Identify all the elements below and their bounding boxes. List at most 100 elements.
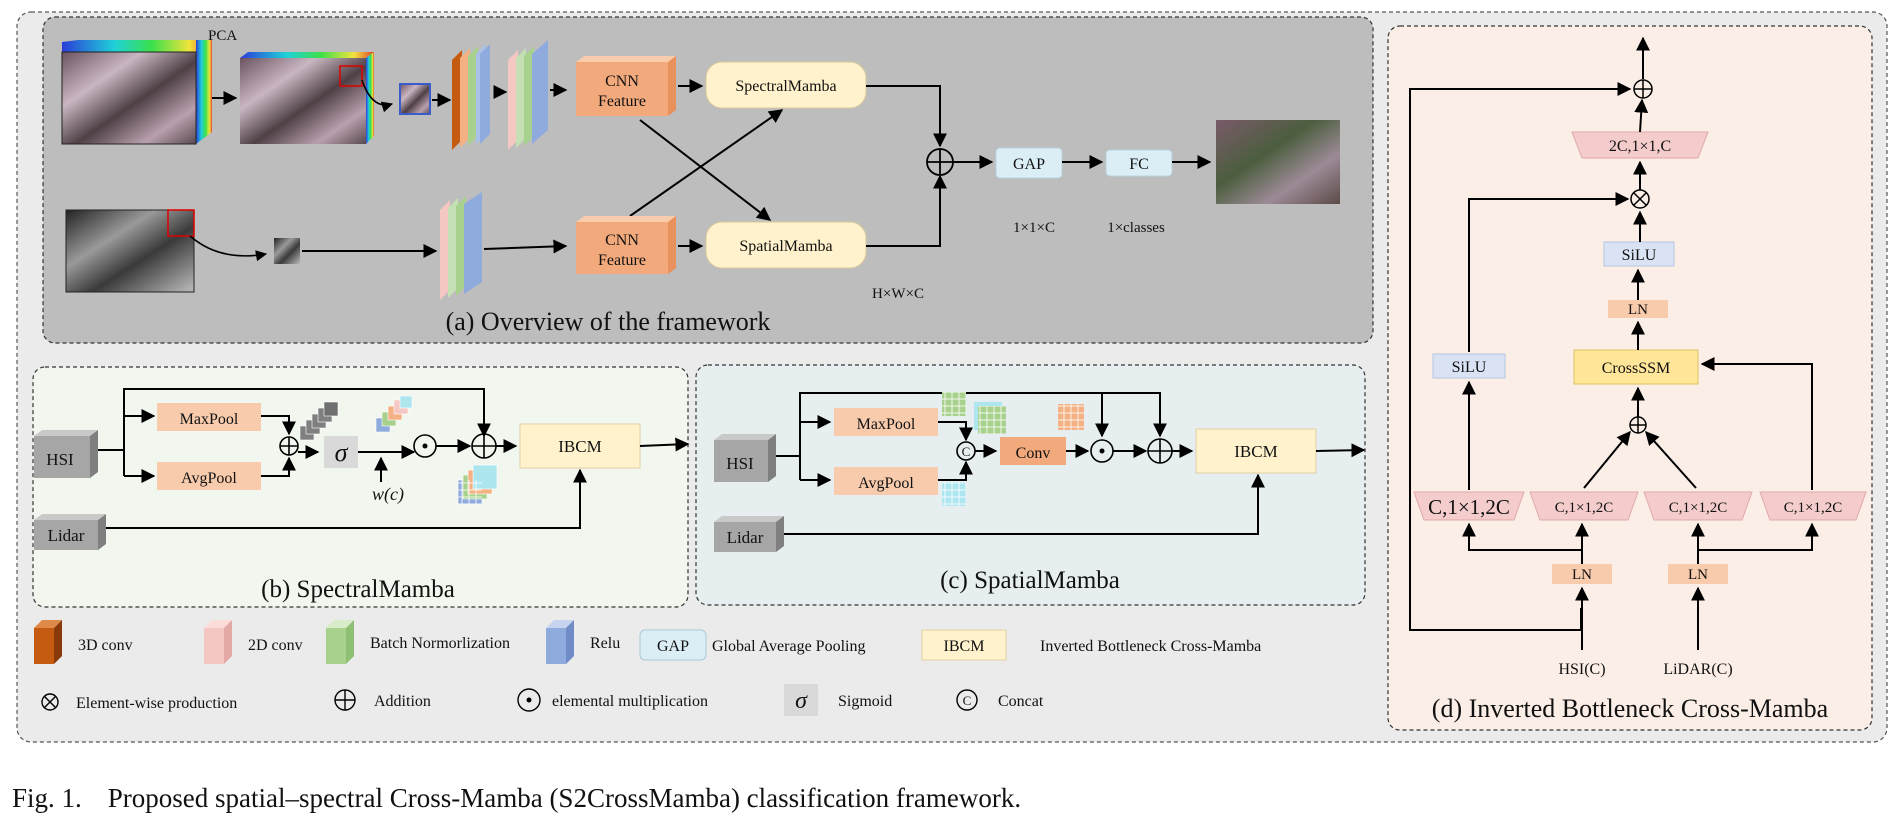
- svg-text:σ: σ: [795, 688, 808, 714]
- lidar-label-c: Lidar: [727, 528, 764, 547]
- lidar-label-b: Lidar: [48, 526, 85, 545]
- cnn-feature-bottom: CNN Feature: [576, 216, 676, 274]
- figure-caption: Fig. 1. Proposed spatial–spectral Cross-M…: [12, 783, 1021, 814]
- lidar-patch: [274, 238, 300, 264]
- sigma-box-b: [324, 436, 358, 468]
- trapezoid-4-label: C,1×1,2C: [1784, 500, 1842, 516]
- avgpool-box-c: [834, 467, 938, 495]
- legend-ibcm-desc: Inverted Bottleneck Cross-Mamba: [1040, 638, 1261, 655]
- trapezoid-1-label: C,1×1,2C: [1428, 495, 1510, 519]
- panel-spatial-mamba: HSI MaxPool AvgPool C Conv: [695, 364, 1366, 606]
- svg-text:Concat: Concat: [998, 693, 1044, 710]
- conv2d-stack-bottom: [440, 192, 482, 300]
- svg-text:2D conv: 2D conv: [248, 637, 303, 654]
- panel-b-title: (b) SpectralMamba: [261, 576, 455, 603]
- panel-d-title: (d) Inverted Bottleneck Cross-Mamba: [1432, 694, 1829, 723]
- svg-text:Relu: Relu: [590, 635, 620, 652]
- feature-stack-b1: [299, 401, 339, 441]
- silu-mid-box: [1603, 241, 1675, 267]
- top-trapezoid-label: 2C,1×1,C: [1609, 138, 1671, 155]
- addition-symbol-d2: [1629, 416, 1647, 434]
- panel-a-title: (a) Overview of the framework: [446, 307, 771, 336]
- legend-gap-label: GAP: [657, 638, 689, 655]
- legend-gap-desc: Global Average Pooling: [712, 638, 865, 655]
- svg-text:Element-wise production: Element-wise production: [76, 695, 237, 712]
- panel-spectral-mamba: HSI MaxPool AvgPool σ w(c): [32, 366, 690, 608]
- silu-mid-label: SiLU: [1622, 247, 1657, 264]
- cnn-top-label-1: CNN: [605, 73, 639, 90]
- legend-elemental: elemental multiplication: [517, 688, 708, 712]
- svg-text:Sigmoid: Sigmoid: [838, 693, 892, 710]
- legend-addition: Addition: [334, 689, 431, 711]
- panel-overview: PCA: [42, 16, 1374, 344]
- addition-symbol-b1: [279, 436, 299, 456]
- legend-gap-box: [639, 629, 707, 661]
- legend-batchnorm: Batch Normorlization: [326, 620, 510, 664]
- legend-ibcm-label: IBCM: [944, 638, 985, 655]
- legend-3d-conv: 3D conv: [34, 620, 133, 664]
- ln-left-box: [1552, 564, 1612, 584]
- cnn-bottom-label-1: CNN: [605, 232, 639, 249]
- silu-left-box: [1432, 353, 1506, 379]
- cnn-top-label-2: Feature: [598, 93, 646, 110]
- maxpool-box-c: [834, 408, 938, 436]
- top-trapezoid: [1571, 131, 1709, 159]
- caption-label: Fig. 1.: [12, 783, 82, 813]
- svg-text:3D conv: 3D conv: [78, 637, 133, 654]
- legend-relu: Relu: [546, 620, 620, 664]
- legend-ibcm-box: [921, 629, 1007, 661]
- hsi-input-c: [714, 434, 776, 482]
- legend-sigmoid: σ Sigmoid: [784, 684, 892, 716]
- ln-mid-box: [1608, 300, 1668, 318]
- svg-text:Addition: Addition: [374, 693, 431, 710]
- trapezoid-3: [1643, 491, 1753, 521]
- hsi-cube-image: [61, 40, 212, 145]
- ibcm-label-c: IBCM: [1234, 442, 1277, 461]
- conv-box-c: [1000, 437, 1066, 465]
- sigmoid-symbol-b: σ: [335, 438, 349, 467]
- caption-text: Proposed spatial–spectral Cross-Mamba (S…: [107, 783, 1022, 813]
- svg-text:elemental multiplication: elemental multiplication: [552, 693, 708, 710]
- maxpool-label-b: MaxPool: [180, 411, 239, 428]
- conv-label-c: Conv: [1016, 445, 1051, 462]
- crossssm-label: CrossSSM: [1602, 360, 1670, 377]
- trapezoid-2-label: C,1×1,2C: [1555, 500, 1613, 516]
- avgpool-label-c: AvgPool: [858, 475, 914, 492]
- hsi-input-b: [34, 430, 98, 478]
- cnn-bottom-label-2: Feature: [598, 252, 646, 269]
- gap-label: GAP: [1013, 156, 1045, 173]
- crossssm-box: [1573, 349, 1699, 385]
- conv2d-stack-top: [508, 40, 548, 150]
- trapezoid-2: [1529, 491, 1639, 521]
- legend-concat: C Concat: [956, 689, 1044, 711]
- legend: 3D conv 2D conv Batch Normorlization Rel…: [34, 620, 1261, 716]
- trapezoid-1: [1413, 491, 1525, 521]
- panel-c-title: (c) SpatialMamba: [940, 567, 1120, 594]
- avgpool-box-b: [157, 462, 261, 490]
- panel-ibcm: 2C,1×1,C SiLU SiLU LN CrossSSM: [1387, 25, 1873, 731]
- trapezoid-3-label: C,1×1,2C: [1669, 500, 1727, 516]
- addition-symbol-d: [1633, 79, 1653, 99]
- feature-stack-b3: [457, 464, 498, 505]
- svg-text:Batch Normorlization: Batch Normorlization: [370, 635, 510, 652]
- concat-label-c: C: [962, 444, 971, 459]
- svg-text:C: C: [963, 693, 972, 708]
- hsi-label-c: HSI: [726, 454, 754, 473]
- pca-image: [240, 52, 374, 144]
- lidar-input-c: [714, 516, 784, 552]
- lidar-input-b: [34, 514, 106, 550]
- spectral-mamba-label: SpectralMamba: [735, 78, 836, 95]
- trapezoid-4: [1759, 491, 1867, 521]
- weight-label-b: w(c): [372, 484, 404, 505]
- fc-dim-label: 1×classes: [1107, 220, 1165, 236]
- ln-mid-label: LN: [1628, 302, 1648, 318]
- maxpool-label-c: MaxPool: [857, 416, 916, 433]
- legend-elementwise: Element-wise production: [41, 693, 237, 712]
- ibcm-label-b: IBCM: [558, 437, 601, 456]
- lidar-input-d: LiDAR(C): [1663, 661, 1732, 678]
- legend-2d-conv: 2D conv: [204, 620, 303, 664]
- conv3d-stack: [452, 44, 490, 150]
- grid-features-c: [942, 392, 1084, 506]
- cnn-feature-top: CNN Feature: [576, 56, 676, 116]
